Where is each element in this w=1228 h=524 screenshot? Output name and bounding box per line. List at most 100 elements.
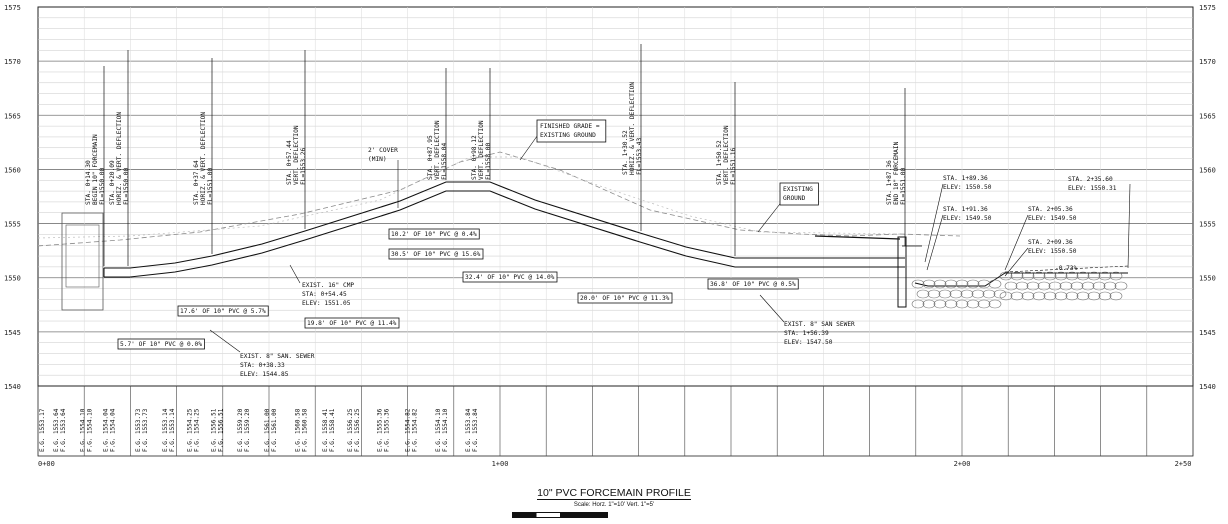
callout-text: STA. 0+57.44 bbox=[286, 140, 293, 185]
callout-text: STA. 0+87.95 bbox=[427, 135, 434, 180]
finished-grade-value: F.G. 1554.25 bbox=[193, 408, 200, 452]
riprap-stone bbox=[977, 279, 991, 289]
riprap-stone bbox=[1087, 271, 1101, 281]
note-text: ELEV: 1550.31 bbox=[1068, 185, 1117, 192]
callout-text: VERT. DEFLECTION bbox=[434, 120, 441, 180]
elevation-tick-right: 1570 bbox=[1199, 58, 1216, 66]
callout-text: FL=1551.16 bbox=[730, 147, 737, 185]
pipe-label: 36.8' OF 10" PVC @ 0.5% bbox=[707, 278, 799, 290]
riprap-stone bbox=[966, 299, 980, 309]
existing-grade-value: E.G. 1556.51 bbox=[211, 408, 218, 452]
profile-title: 10" PVC FORCEMAIN PROFILE bbox=[537, 487, 691, 500]
elevation-tick-left: 1560 bbox=[4, 166, 21, 174]
riprap-stone bbox=[927, 289, 941, 299]
existing-ground-stub bbox=[814, 235, 901, 240]
callout-text: STA. 1+50.52 bbox=[716, 140, 723, 185]
riprap-stone bbox=[933, 279, 947, 289]
finished-grade-value: F.G. 1556.51 bbox=[218, 408, 225, 452]
callout-text: VERT. DEFLECTION bbox=[293, 125, 300, 185]
callout-text: FL=1553.26 bbox=[300, 147, 307, 185]
finished-grade-value: F.G. 1553.73 bbox=[142, 408, 149, 452]
riprap-stone bbox=[916, 289, 930, 299]
riprap-stone bbox=[938, 289, 952, 299]
riprap-stone bbox=[1114, 281, 1128, 291]
callout-text: STA. 0+20.09 bbox=[109, 160, 116, 205]
note-text: STA. 2+05.36 bbox=[1028, 206, 1073, 213]
callout-text: FL=1558.04 bbox=[441, 142, 448, 180]
callout-text: FL=1551.00 bbox=[900, 167, 907, 205]
elevation-tick-right: 1565 bbox=[1199, 112, 1216, 120]
finished-grade-value: F.G. 1554.04 bbox=[110, 408, 117, 452]
existing-grade-value: E.G. 1554.82 bbox=[405, 408, 412, 452]
note-text: STA. 2+35.60 bbox=[1068, 176, 1113, 183]
pipe-label-box bbox=[304, 317, 400, 329]
riprap-stone bbox=[1037, 281, 1051, 291]
callout-text: HORIZ. & VERT. DEFLECTION bbox=[200, 112, 207, 205]
note-text: ELEV: 1549.50 bbox=[1028, 215, 1077, 222]
callout-text: FL=1550.00 bbox=[99, 167, 106, 205]
leader-line bbox=[926, 214, 944, 271]
existing-grade-value: E.G. 1553.84 bbox=[465, 408, 472, 452]
existing-grade-value: E.G. 1556.25 bbox=[347, 408, 354, 452]
riprap-stone bbox=[1054, 271, 1068, 281]
callout-text: FL=1550.00 bbox=[123, 167, 130, 205]
elevation-tick-left: 1545 bbox=[4, 329, 21, 337]
riprap-stone bbox=[999, 291, 1013, 301]
elevation-tick-right: 1550 bbox=[1199, 275, 1216, 283]
finished-grade-value: F.G. 1555.36 bbox=[383, 408, 390, 452]
existing-ground-line bbox=[37, 151, 961, 247]
grade-table-frame bbox=[37, 385, 1194, 457]
riprap-stone bbox=[1109, 291, 1123, 301]
leader-line bbox=[209, 329, 241, 353]
note-text: FINISHED GRADE = bbox=[540, 123, 600, 130]
note-text: EXIST. 8" SAN. SEWER bbox=[240, 353, 315, 360]
leader-line bbox=[1004, 247, 1029, 277]
scale-note: Scale: Horz. 1"=10' Vert. 1"=5' bbox=[573, 502, 655, 508]
riprap-stone bbox=[1065, 291, 1079, 301]
note-text: EXIST. 8" SAN SEWER bbox=[784, 321, 855, 328]
note-text: ELEV: 1551.05 bbox=[302, 300, 351, 307]
finished-grade-value: F.G. 1553.14 bbox=[169, 408, 176, 452]
riprap-stone bbox=[955, 299, 969, 309]
riprap-stone bbox=[977, 299, 991, 309]
riprap-stone bbox=[922, 299, 936, 309]
note: 2' COVER(MIN) bbox=[368, 147, 398, 163]
pipe-label: 32.4' OF 10" PVC @ 14.0% bbox=[462, 271, 558, 283]
pipe-label: 17.6' OF 10" PVC @ 5.7% bbox=[177, 305, 269, 317]
outfall-grade bbox=[1004, 265, 1129, 273]
pipe-label-text: 30.5' OF 10" PVC @ 15.6% bbox=[391, 251, 481, 258]
pipe-label-text: 17.6' OF 10" PVC @ 5.7% bbox=[180, 308, 266, 315]
elevation-tick-right: 1575 bbox=[1199, 4, 1216, 12]
station-tick: 2+50 bbox=[1175, 460, 1192, 468]
note: -0.73% bbox=[1055, 265, 1078, 272]
pipe-label-box bbox=[388, 248, 484, 260]
station-tick: 1+00 bbox=[492, 460, 509, 468]
leader-lines bbox=[209, 131, 1131, 353]
riprap-stone bbox=[1026, 281, 1040, 291]
elevation-tick-right: 1540 bbox=[1199, 383, 1216, 391]
existing-grade-value: E.G. 1554.04 bbox=[103, 408, 110, 452]
pipe-label-box bbox=[117, 338, 205, 350]
callout-text: STA. 1+30.52 bbox=[622, 130, 629, 175]
riprap-stone bbox=[1076, 291, 1090, 301]
existing-grade-value: E.G. 1558.41 bbox=[322, 408, 329, 452]
existing-grade-value: E.G. 1561.00 bbox=[264, 408, 271, 452]
riprap-stone bbox=[933, 299, 947, 309]
riprap-stone bbox=[1076, 271, 1090, 281]
riprap-stone bbox=[1032, 271, 1046, 281]
finished-grade-line bbox=[37, 156, 901, 239]
note-box bbox=[536, 119, 607, 143]
elevation-tick-left: 1550 bbox=[4, 275, 21, 283]
callout-text: STA. 1+87.36 bbox=[886, 160, 893, 205]
scale-bar bbox=[512, 512, 608, 518]
callout-text: BEGIN 10" FORCEMAIN bbox=[92, 134, 99, 205]
